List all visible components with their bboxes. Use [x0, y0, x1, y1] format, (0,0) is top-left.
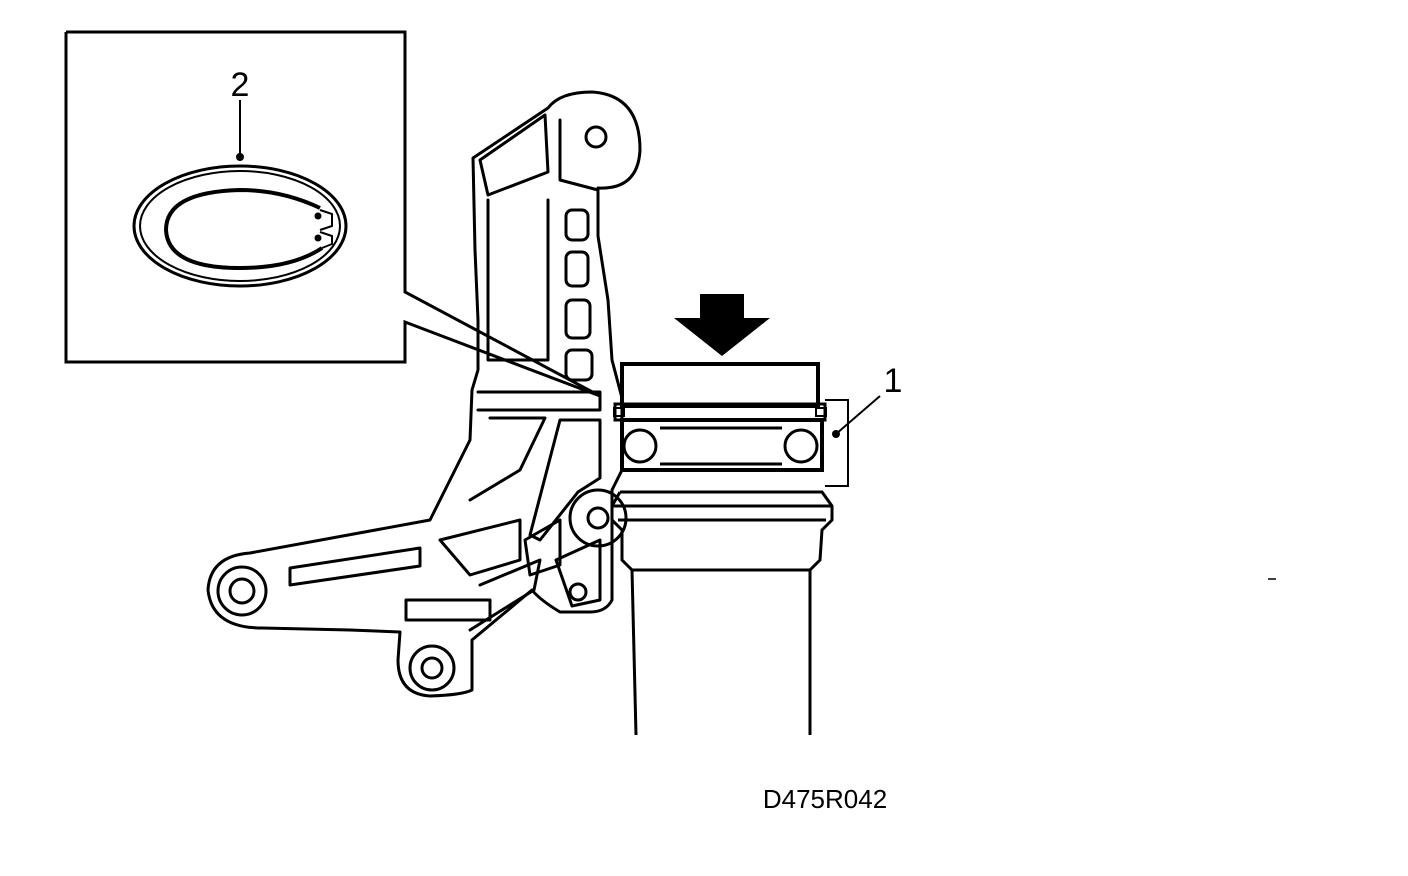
callout-2: 2: [231, 66, 250, 161]
callout-1-label: 1: [884, 362, 903, 400]
figure-id: D475R042: [763, 784, 887, 814]
detail-inset: [64, 30, 601, 398]
bearing-installer-tool: [610, 362, 834, 736]
snap-ring-detail: [132, 164, 348, 288]
mounting-holes: [216, 125, 628, 692]
callout-1: 1: [825, 362, 903, 487]
press-direction-arrow-icon: [674, 294, 770, 356]
callout-2-label: 2: [231, 66, 250, 104]
steering-knuckle: [206, 90, 642, 698]
snap-ring-in-place: [613, 407, 827, 417]
